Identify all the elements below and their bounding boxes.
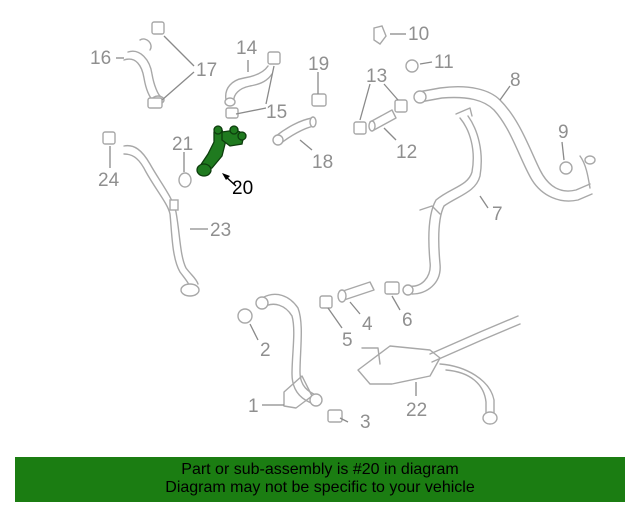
part-9-oring bbox=[559, 161, 573, 175]
part-10-sensor bbox=[373, 25, 387, 45]
callout-10: 10 bbox=[408, 24, 429, 45]
callout-6: 6 bbox=[402, 310, 413, 331]
callout-12: 12 bbox=[396, 142, 417, 163]
part-7-pipe bbox=[402, 107, 482, 296]
part-17-clamps bbox=[147, 21, 165, 109]
part-11-oring bbox=[405, 59, 419, 73]
part-6-clamp bbox=[384, 281, 400, 295]
part-19-clamp bbox=[311, 93, 327, 107]
part-12-hose bbox=[368, 109, 397, 132]
parts-diagram: 16 17 14 15 19 18 20 21 24 23 10 11 13 1… bbox=[90, 21, 596, 433]
callout-1: 1 bbox=[248, 396, 259, 417]
callout-8: 8 bbox=[510, 70, 521, 91]
part-15-clamps bbox=[225, 51, 281, 119]
callout-15: 15 bbox=[266, 102, 287, 123]
part-8-pipe bbox=[413, 86, 596, 202]
callout-4: 4 bbox=[362, 314, 373, 335]
part-23-hose bbox=[123, 144, 200, 297]
part-14-hose bbox=[224, 65, 273, 107]
callout-16: 16 bbox=[90, 48, 111, 69]
part-3-clamp bbox=[327, 409, 343, 423]
callout-14: 14 bbox=[236, 38, 258, 59]
banner-line-2: Diagram may not be specific to your vehi… bbox=[165, 479, 475, 496]
callout-9: 9 bbox=[558, 122, 569, 143]
callout-22: 22 bbox=[406, 400, 427, 421]
part-24-clamp bbox=[102, 131, 116, 145]
callout-19: 19 bbox=[308, 54, 329, 75]
callout-2: 2 bbox=[260, 340, 271, 361]
leader-lines bbox=[109, 33, 565, 423]
callout-17: 17 bbox=[196, 60, 217, 81]
callout-18: 18 bbox=[312, 152, 333, 173]
callout-24: 24 bbox=[98, 170, 120, 191]
callout-5: 5 bbox=[342, 330, 353, 351]
part-13-clamps bbox=[353, 99, 408, 135]
callout-7: 7 bbox=[492, 204, 503, 225]
callout-3: 3 bbox=[360, 412, 371, 433]
part-1-pipe bbox=[255, 293, 323, 409]
part-22-bracket-pipe bbox=[357, 315, 521, 425]
part-21-oring bbox=[178, 172, 192, 188]
part-2-oring bbox=[237, 308, 253, 324]
part-4-hose bbox=[337, 281, 375, 303]
part-20-highlighted bbox=[196, 125, 247, 187]
part-16-hose bbox=[123, 38, 165, 105]
info-banner: Part or sub-assembly is #20 in diagram D… bbox=[15, 457, 625, 502]
callout-20: 20 bbox=[232, 178, 253, 199]
part-5-clamp bbox=[319, 295, 333, 309]
callout-11: 11 bbox=[434, 52, 454, 73]
callout-23: 23 bbox=[210, 220, 231, 241]
callout-numbers: 16 17 14 15 19 18 20 21 24 23 10 11 13 1… bbox=[90, 24, 569, 433]
callout-21: 21 bbox=[172, 134, 193, 155]
callout-13: 13 bbox=[366, 66, 387, 87]
part-18-hose bbox=[272, 116, 317, 146]
banner-line-1: Part or sub-assembly is #20 in diagram bbox=[181, 461, 459, 478]
